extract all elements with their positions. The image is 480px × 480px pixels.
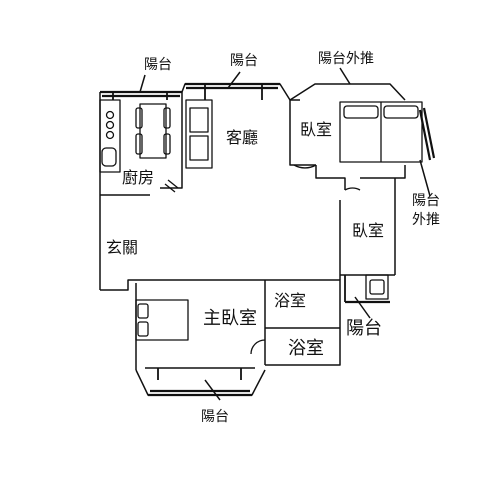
bedroom-mid-label: 臥室 xyxy=(352,221,385,240)
master-bedroom-label: 主臥室 xyxy=(203,308,257,329)
sofa-cushion xyxy=(189,107,209,133)
pillow xyxy=(383,105,419,119)
master-fixtures xyxy=(135,299,266,355)
dining-chair xyxy=(135,107,143,129)
dining-chair xyxy=(135,133,143,155)
stove-burner xyxy=(105,120,115,130)
bathroom-walls xyxy=(265,279,341,366)
bedroom-top-lower-wall xyxy=(315,165,346,190)
pillow xyxy=(137,303,149,319)
sofa xyxy=(185,99,213,169)
rail-living-balcony xyxy=(185,82,280,90)
bathroom-lower-label: 浴室 xyxy=(288,338,324,359)
balcony-kitchen-label: 陽台 xyxy=(144,57,172,73)
door-arc xyxy=(250,339,266,355)
top-wall-living xyxy=(181,83,300,101)
stove-burner xyxy=(105,110,115,120)
dining-chair xyxy=(163,107,171,129)
wardrobe xyxy=(365,274,389,300)
kitchen-sink xyxy=(101,147,117,167)
master-bed xyxy=(135,299,189,341)
rail-bottom-balcony xyxy=(148,389,252,397)
pillow xyxy=(137,321,149,337)
entrance-label: 玄關 xyxy=(106,238,139,257)
living-room-label: 客廳 xyxy=(226,128,259,147)
dining-chair xyxy=(163,133,171,155)
bedroom-top-label: 臥室 xyxy=(300,120,333,139)
side-balcony-label: 陽台 外推 xyxy=(412,192,440,230)
dining-table xyxy=(139,103,167,159)
kitchen-counter xyxy=(99,99,121,173)
sofa-cushion xyxy=(189,135,209,161)
kitchen-door xyxy=(164,179,179,193)
window-ticks xyxy=(112,84,346,380)
balcony-living-label: 陽台 xyxy=(230,53,258,69)
entrance-lower-wall xyxy=(100,279,265,291)
balcony-bedroom-ext-label: 陽台外推 xyxy=(318,51,374,67)
kitchen-divider-wall xyxy=(160,92,183,189)
bedroom-top-fixtures xyxy=(293,101,423,191)
door-arc xyxy=(344,187,361,191)
bedroom-top-wall xyxy=(289,83,406,101)
living-fixtures xyxy=(185,99,213,169)
kitchen-fixtures xyxy=(99,99,179,193)
stove-burner xyxy=(105,130,115,140)
wardrobe-inner xyxy=(369,279,385,295)
leader-lines xyxy=(139,67,431,401)
bathroom-upper-label: 浴室 xyxy=(274,291,307,310)
balcony-bottom-label: 陽台 xyxy=(201,409,229,425)
door-arc xyxy=(293,164,317,169)
pillow xyxy=(343,105,379,119)
side-balcony-label-line1: 陽台 xyxy=(412,193,440,209)
bedroom-top-left-wall xyxy=(289,100,316,166)
side-balcony-label-line2: 外推 xyxy=(412,211,440,228)
bedroom-mid-fixtures xyxy=(365,274,389,300)
small-balcony-label: 陽台 xyxy=(346,318,382,339)
kitchen-label: 廚房 xyxy=(122,168,155,187)
bedroom-top-bottom-wall xyxy=(360,165,406,179)
